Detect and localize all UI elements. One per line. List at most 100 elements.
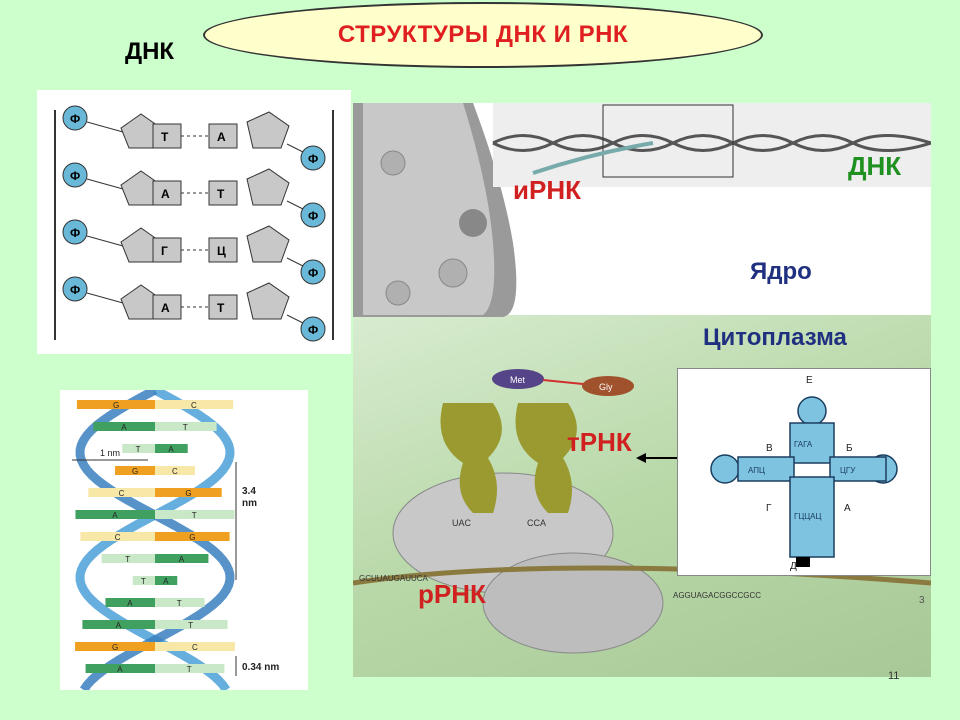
- base-letter: G: [185, 489, 191, 498]
- trna-molecule: [440, 403, 502, 513]
- base-right-label: А: [217, 130, 226, 144]
- sugar-right: [246, 225, 290, 263]
- base-letter: A: [116, 621, 122, 630]
- met-label: Met: [510, 375, 526, 385]
- base-pair-left: [85, 664, 155, 673]
- bond: [86, 292, 124, 304]
- bond: [86, 235, 124, 247]
- phosphate-label: Ф: [308, 266, 318, 280]
- irna-label: иРНК: [513, 175, 581, 205]
- ribosome-small: [482, 552, 664, 654]
- base-pair-left: [88, 488, 155, 497]
- base-left-label: Т: [161, 130, 169, 144]
- base-right: [208, 180, 238, 206]
- peptide-bond: [542, 379, 584, 385]
- nucleus-label: Ядро: [750, 258, 812, 285]
- sugar-right: [246, 111, 290, 149]
- base-letter: T: [136, 445, 141, 454]
- base-right: [208, 123, 238, 149]
- base-letter: T: [188, 621, 193, 630]
- base-pair-right: [155, 466, 195, 475]
- anticodon-loop: [797, 396, 827, 426]
- pitch-unit: nm: [242, 498, 257, 509]
- base-right: [208, 294, 238, 320]
- met-amino-acid: [492, 369, 544, 389]
- left-arm: [737, 456, 795, 482]
- base-left-label: А: [161, 187, 170, 201]
- trna-cloverleaf-panel: Е В Б Г А Д АПЦ ЦГУ ГАГА ГЦЦАЦ: [677, 368, 931, 576]
- pitch-value: 3.4: [242, 486, 256, 497]
- label-a: А: [844, 503, 851, 514]
- mrna-sequence-right: AGGUAGACGGCCGCC: [673, 591, 761, 600]
- dna-strand: [492, 134, 931, 152]
- phosphate-label: Ф: [308, 152, 318, 166]
- transcription-bubble: [602, 104, 734, 178]
- label-d: Д: [790, 561, 797, 572]
- base-letter: C: [172, 467, 178, 476]
- nuclear-pore: [380, 150, 406, 176]
- width-label: 1 nm: [100, 448, 120, 458]
- base-left: [152, 294, 182, 320]
- phosphate-right: [300, 316, 326, 342]
- gly-label: Gly: [599, 382, 613, 392]
- base-pair-right: [155, 576, 178, 585]
- base-right-label: Ц: [217, 244, 226, 258]
- base-pair-right: [155, 532, 230, 541]
- base-letter: G: [132, 467, 138, 476]
- base-letter: T: [177, 599, 182, 608]
- gly-amino-acid: [582, 376, 634, 396]
- stem-bottom-seq: ГЦЦАЦ: [794, 512, 822, 521]
- base-pair-left: [75, 642, 155, 651]
- label-g: Г: [766, 503, 772, 514]
- right-arm: [829, 456, 887, 482]
- phosphate-left: [62, 105, 88, 131]
- title-oval: СТРУКТУРЫ ДНК И РНК: [203, 2, 763, 68]
- base-pair-right: [155, 488, 222, 497]
- base-letter: G: [113, 401, 119, 410]
- phosphate-label: Ф: [70, 226, 80, 240]
- base-right-label: Т: [217, 187, 225, 201]
- base-letter: G: [189, 533, 195, 542]
- nuclear-pore: [438, 258, 468, 288]
- rise-label: 0.34 nm: [242, 662, 279, 673]
- base-left: [152, 180, 182, 206]
- center-arm-seq: ГАГА: [794, 440, 813, 449]
- nuclear-pore: [385, 280, 411, 306]
- base-letter: C: [191, 401, 197, 410]
- phosphate-right: [300, 202, 326, 228]
- trna-cloverleaf-diagram: Е В Б Г А Д АПЦ ЦГУ ГАГА ГЦЦАЦ: [710, 375, 898, 572]
- base-letter: A: [121, 423, 127, 432]
- base-pair-right: [155, 422, 217, 431]
- base-left: [152, 237, 182, 263]
- base-left-label: А: [161, 301, 170, 315]
- cytoplasm-label: Цитоплазма: [703, 324, 848, 351]
- base-pair-right: [155, 400, 234, 409]
- base-pair-left: [132, 576, 155, 585]
- slide-title: СТРУКТУРЫ ДНК И РНК: [337, 21, 629, 48]
- phosphate-label: Ф: [308, 323, 318, 337]
- phosphate-label: Ф: [70, 112, 80, 126]
- base-pair-left: [101, 554, 155, 563]
- figure-corner-number: 3: [919, 595, 925, 606]
- base-letter: A: [179, 555, 185, 564]
- trna-molecule: [515, 403, 577, 513]
- phosphate-label: Ф: [308, 209, 318, 223]
- label-b: Б: [846, 443, 853, 454]
- base-pair-right: [155, 620, 228, 629]
- base-letter: T: [183, 423, 188, 432]
- left-arm-seq: АПЦ: [748, 466, 765, 475]
- cell-illustration: иРНК ДНК Ядро Цитоплазма GCUUAUGAUUCA AG…: [353, 103, 931, 654]
- base-pair-left: [82, 620, 155, 629]
- base-right-label: Т: [217, 301, 225, 315]
- phosphate-left: [62, 276, 88, 302]
- mrna-strand: [532, 141, 654, 175]
- base-pair-left: [75, 510, 155, 519]
- page-number: 11: [888, 670, 900, 682]
- base-letter: C: [115, 533, 121, 542]
- base-letter: A: [163, 577, 169, 586]
- base-letter: A: [127, 599, 133, 608]
- base-left-label: Г: [161, 244, 168, 258]
- base-pair-right: [155, 642, 235, 651]
